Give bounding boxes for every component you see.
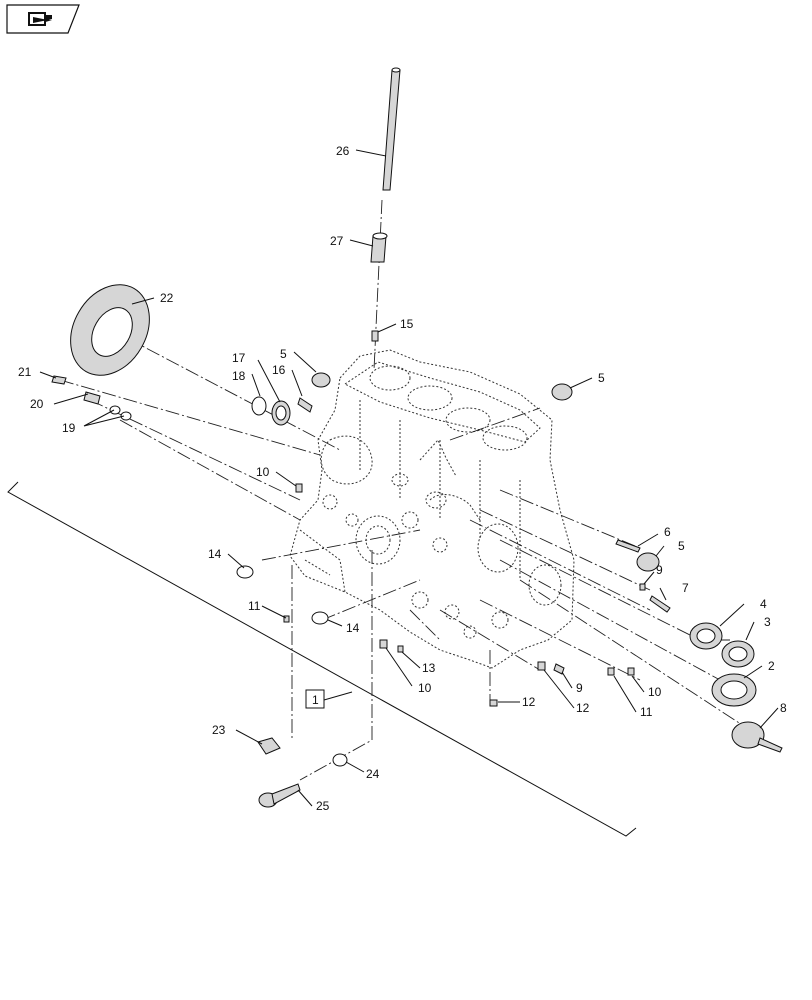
callout-22[interactable]: 22 — [160, 291, 174, 305]
callout-18[interactable]: 18 — [232, 369, 246, 383]
part-plug-10c — [627, 667, 635, 676]
callout-11[interactable]: 11 — [640, 705, 653, 719]
assembly-boundary-line — [7, 481, 637, 837]
callout-7[interactable]: 7 — [682, 581, 689, 595]
part-dowel-15 — [371, 330, 379, 342]
callout-11[interactable]: 11 — [248, 599, 261, 613]
callout-14[interactable]: 14 — [346, 621, 360, 635]
callout-27[interactable]: 27 — [330, 234, 344, 248]
part-fitting-20 — [83, 391, 101, 405]
callout-12[interactable]: 12 — [576, 701, 590, 715]
callout-15[interactable]: 15 — [400, 317, 414, 331]
callout-21[interactable]: 21 — [18, 365, 32, 379]
part-plug-5c — [636, 552, 660, 572]
centerlines — [59, 199, 751, 781]
part-plug-9b — [553, 663, 565, 675]
part-plug-11a — [283, 615, 290, 623]
callout-6[interactable]: 6 — [664, 525, 671, 539]
callout-20[interactable]: 20 — [30, 397, 44, 411]
assembly-reference-box[interactable]: 1 — [305, 689, 325, 709]
callout-10[interactable]: 10 — [256, 465, 270, 479]
callout-9[interactable]: 9 — [656, 563, 663, 577]
part-dipstick — [382, 67, 401, 191]
callout-17[interactable]: 17 — [232, 351, 246, 365]
callout-16[interactable]: 16 — [272, 363, 286, 377]
part-plug-11b — [607, 667, 615, 676]
return-nav-tab[interactable] — [6, 4, 80, 39]
part-pin-6 — [615, 539, 641, 553]
assembly-reference-label: 1 — [312, 693, 319, 707]
part-drain-plug-23 — [257, 737, 281, 755]
callout-12[interactable]: 12 — [522, 695, 536, 709]
callout-5[interactable]: 5 — [280, 347, 287, 361]
part-rear-seal-plate — [70, 284, 150, 376]
callout-5[interactable]: 5 — [598, 371, 605, 385]
part-bearing-3 — [721, 640, 755, 668]
callout-10[interactable]: 10 — [418, 681, 432, 695]
part-ring-18 — [251, 396, 267, 416]
part-oring-14a — [236, 565, 254, 579]
callout-4[interactable]: 4 — [760, 597, 767, 611]
part-washers-19 — [109, 405, 132, 421]
part-plug-5a — [311, 372, 331, 388]
callout-9[interactable]: 9 — [576, 681, 583, 695]
part-plug-12a — [537, 661, 546, 671]
callout-5[interactable]: 5 — [678, 539, 685, 553]
callout-14[interactable]: 14 — [208, 547, 222, 561]
callout-25[interactable]: 25 — [316, 799, 330, 813]
part-plug-9a — [639, 583, 646, 591]
callout-3[interactable]: 3 — [764, 615, 771, 629]
part-pin-7 — [649, 595, 671, 613]
callout-2[interactable]: 2 — [768, 659, 775, 673]
callout-23[interactable]: 23 — [212, 723, 226, 737]
part-plug-5b — [551, 383, 573, 401]
return-arrow-icon — [28, 12, 52, 26]
part-oring-14b — [311, 611, 329, 625]
part-plug-10b — [379, 639, 388, 649]
part-fitting-25 — [258, 783, 301, 808]
part-pin-16 — [297, 397, 313, 413]
part-shaft-8 — [731, 721, 783, 753]
part-washer-24 — [332, 753, 348, 767]
callout-24[interactable]: 24 — [366, 767, 380, 781]
part-bushing-17 — [271, 400, 291, 426]
part-bushing-2 — [711, 673, 757, 707]
engine-block — [289, 349, 575, 669]
part-plug-12b — [489, 699, 498, 707]
callout-8[interactable]: 8 — [780, 701, 787, 715]
callout-26[interactable]: 26 — [336, 144, 350, 158]
part-plug-13 — [397, 645, 404, 653]
part-bearing-4 — [689, 622, 723, 650]
callout-10[interactable]: 10 — [648, 685, 662, 699]
leader-lines — [39, 149, 779, 807]
part-plug-10a — [295, 483, 303, 493]
part-dipstick-guide — [370, 232, 388, 263]
callout-13[interactable]: 13 — [422, 661, 436, 675]
callout-19[interactable]: 19 — [62, 421, 76, 435]
